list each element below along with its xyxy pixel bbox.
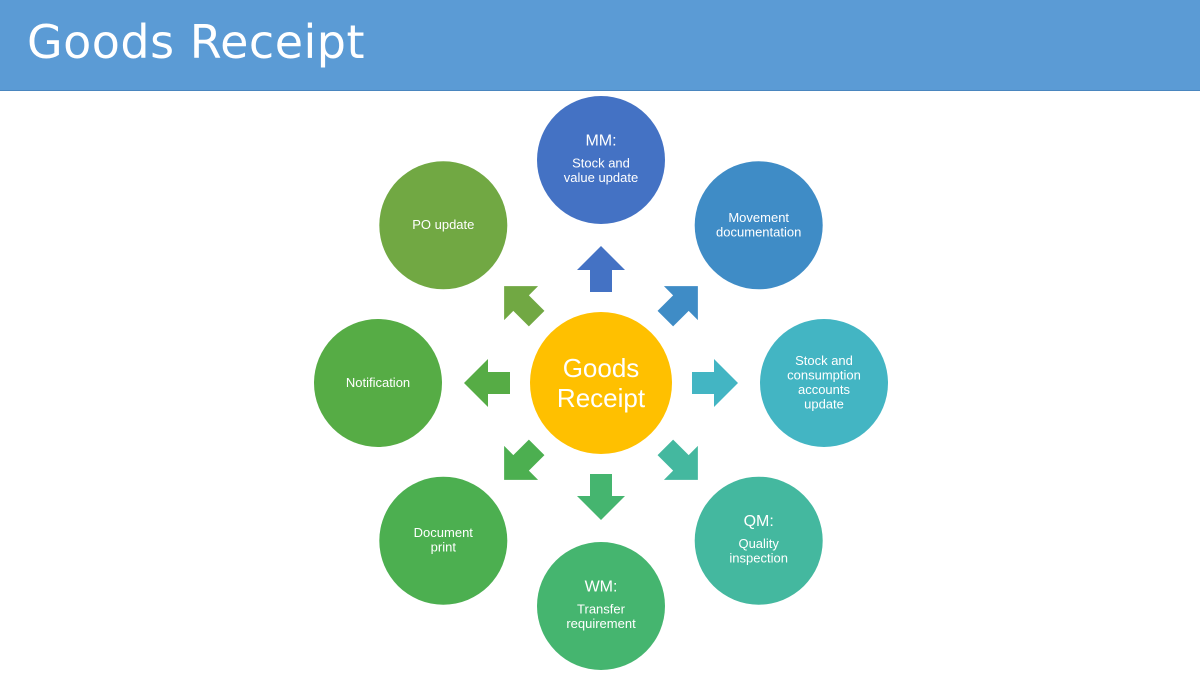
node-label-qm: Quality bbox=[738, 536, 779, 551]
arrow-notification bbox=[464, 359, 510, 407]
node-label-po-update: PO update bbox=[412, 217, 474, 232]
arrow-qm bbox=[657, 439, 698, 480]
arrow-mm bbox=[577, 246, 625, 292]
node-heading-wm: WM: bbox=[585, 579, 618, 596]
node-label-accounts: consumption bbox=[787, 368, 861, 383]
node-heading-mm: MM: bbox=[585, 133, 616, 150]
node-label-notification: Notification bbox=[346, 375, 410, 390]
arrow-movement bbox=[657, 286, 698, 327]
node-circle-document-print bbox=[379, 476, 508, 605]
arrow-accounts bbox=[692, 359, 738, 407]
node-label-wm: Transfer bbox=[577, 602, 626, 617]
node-label-movement: documentation bbox=[716, 224, 801, 239]
node-po-update: PO update bbox=[379, 161, 508, 290]
arrow-po-update bbox=[504, 286, 545, 327]
node-label-document-print: Document bbox=[414, 525, 474, 540]
node-label-movement: Movement bbox=[728, 210, 789, 225]
node-circle-mm bbox=[537, 96, 665, 224]
node-heading-qm: QM: bbox=[744, 513, 774, 530]
node-label-accounts: update bbox=[804, 397, 844, 412]
node-label-wm: requirement bbox=[566, 616, 636, 631]
hub-label: Goods bbox=[563, 353, 640, 383]
node-circle-accounts bbox=[760, 319, 888, 447]
node-circle-notification bbox=[314, 319, 442, 447]
node-label-accounts: accounts bbox=[798, 382, 851, 397]
node-label-qm: inspection bbox=[729, 551, 788, 566]
arrow-document-print bbox=[504, 439, 545, 480]
node-notification: Notification bbox=[314, 319, 442, 447]
node-label-mm: value update bbox=[564, 170, 638, 185]
arrow-wm bbox=[577, 474, 625, 520]
slide-title: Goods Receipt bbox=[27, 15, 366, 69]
title-bar: Goods Receipt bbox=[0, 0, 1200, 91]
node-circle-wm bbox=[537, 542, 665, 670]
hub-circle bbox=[530, 312, 672, 454]
hub-label: Receipt bbox=[557, 383, 646, 413]
node-circle-po-update bbox=[379, 161, 508, 290]
node-label-accounts: Stock and bbox=[795, 353, 853, 368]
node-label-document-print: print bbox=[431, 540, 457, 555]
node-circle-qm bbox=[694, 476, 823, 605]
node-circle-movement bbox=[694, 161, 823, 290]
node-label-mm: Stock and bbox=[572, 156, 630, 171]
